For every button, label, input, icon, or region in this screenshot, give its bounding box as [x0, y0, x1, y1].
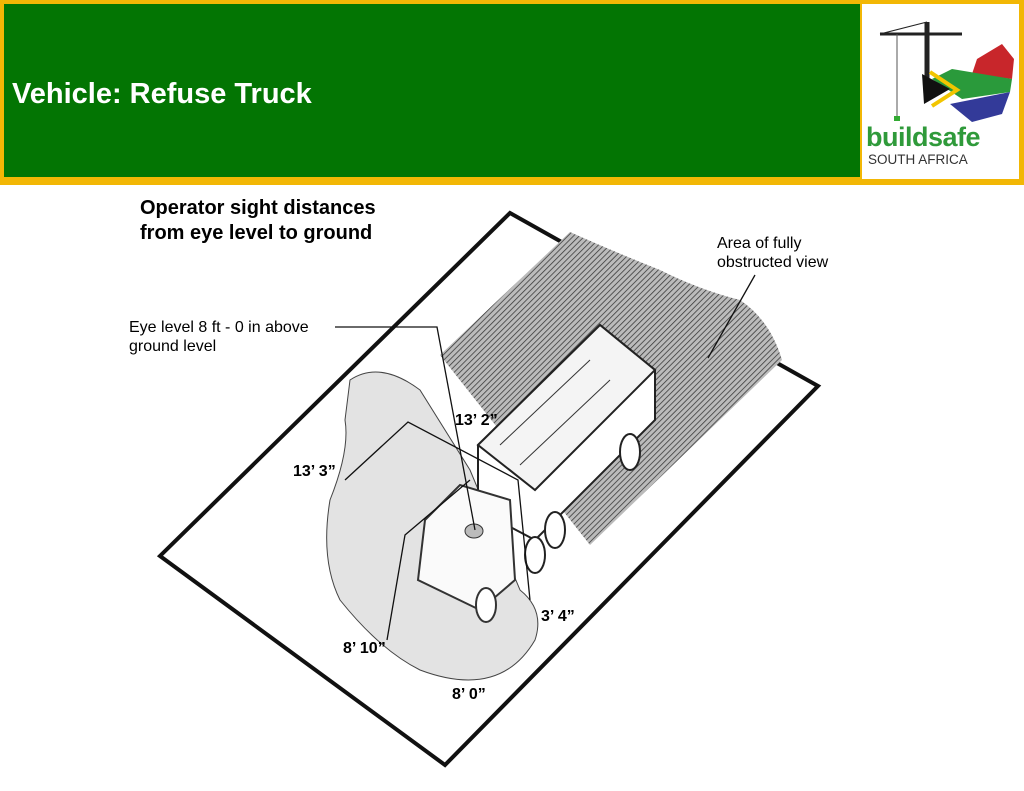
title-bar: Vehicle: Refuse Truck — [4, 4, 860, 177]
crane-map-logo-icon — [879, 21, 1014, 122]
buildsafe-logo: buildsafe SOUTH AFRICA — [862, 4, 1019, 179]
sight-lines — [335, 274, 756, 641]
obstructed-view-label: Area of fully obstructed view — [717, 234, 828, 272]
refuse-truck-icon — [416, 323, 657, 623]
distance-3-4: 3’ 4” — [541, 608, 575, 625]
diagram-heading: Operator sight distances from eye level … — [140, 196, 376, 246]
logo-subtitle: SOUTH AFRICA — [868, 152, 968, 167]
eye-level-label: Eye level 8 ft - 0 in above ground level — [129, 318, 309, 356]
heading-line-1: Operator sight distances — [140, 197, 376, 219]
obstructed-label-line-1: Area of fully — [717, 235, 802, 252]
slide-title: Vehicle: Refuse Truck — [12, 78, 312, 110]
eye-level-line-2: ground level — [129, 338, 217, 355]
distance-13-3: 13’ 3” — [293, 463, 336, 480]
obstructed-label-line-2: obstructed view — [717, 254, 829, 271]
heading-line-2: from eye level to ground — [140, 222, 373, 244]
distance-8-0: 8’ 0” — [452, 686, 486, 703]
eye-level-line-1: Eye level 8 ft - 0 in above — [129, 319, 309, 336]
distance-8-10: 8’ 10” — [343, 640, 386, 657]
logo-wordmark: buildsafe — [866, 122, 981, 152]
slide-header: Vehicle: Refuse Truck buildsafe SOUTH AF… — [0, 0, 1024, 185]
distance-13-2: 13’ 2” — [455, 412, 498, 429]
